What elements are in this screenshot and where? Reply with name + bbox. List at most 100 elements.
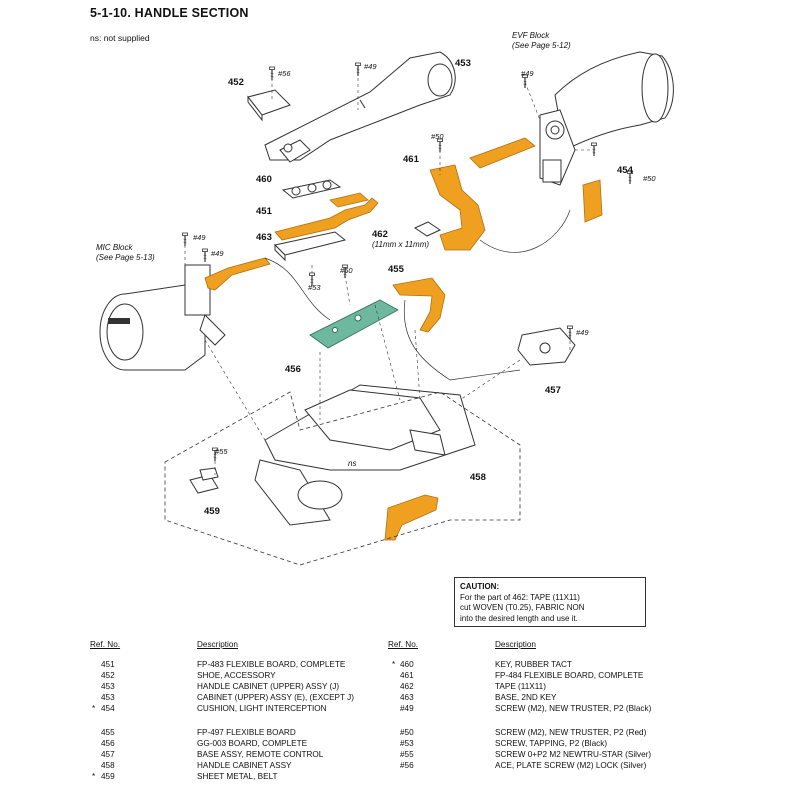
ref-50-454: #50 — [643, 174, 656, 183]
ref-50-456: #50 — [340, 266, 353, 275]
tape-size-label: (11mm x 11mm) — [372, 240, 429, 249]
ref-number: 455 — [101, 728, 115, 737]
parts-row: 463 BASE, 2ND KEY — [400, 693, 800, 704]
base-2nd-key — [273, 231, 347, 262]
part-description: FP-483 FLEXIBLE BOARD, COMPLETE — [197, 660, 346, 669]
supply-mark: * — [392, 660, 396, 669]
parts-list-right: Ref. No. Description * 460 KEY, RUBBER TAC… — [388, 640, 800, 790]
ref-no-header: Ref. No. — [388, 640, 419, 649]
remote-base — [517, 327, 576, 366]
callout-459: 459 — [204, 506, 220, 517]
caution-box: CAUTION: For the part of 462: TAPE (11X1… — [454, 577, 646, 627]
part-description: BASE, 2ND KEY — [495, 693, 557, 702]
callout-455: 455 — [388, 264, 405, 275]
part-description: HANDLE CABINET (UPPER) ASSY (J) — [197, 682, 340, 691]
parts-row: * 454 CUSHION, LIGHT INTERCEPTION — [0, 704, 400, 715]
part-description: SCREW, TAPPING, P2 (Black) — [495, 739, 608, 748]
supply-mark: * — [92, 772, 96, 781]
ref-number: #55 — [400, 750, 414, 759]
ref-number: #56 — [400, 761, 414, 770]
page-title: 5-1-10. HANDLE SECTION — [90, 6, 249, 20]
flex-board-455 — [392, 277, 446, 333]
ref-number: 453 — [101, 682, 115, 691]
callout-460: 460 — [256, 174, 272, 185]
ref-number: 457 — [101, 750, 115, 759]
ref-number: 463 — [400, 693, 414, 702]
tape-462 — [413, 221, 442, 237]
part-description: KEY, RUBBER TACT — [495, 660, 572, 669]
part-description: SCREW 0+P2 M2 NEWTRU-STAR (Silver) — [495, 750, 652, 759]
ref-53: #53 — [308, 283, 321, 292]
caution-line: cut WOVEN (T0.25), FABRIC NON — [460, 603, 585, 612]
caution-line: into the desired length and use it. — [460, 613, 578, 623]
accessory-shoe — [247, 89, 291, 122]
ref-no-header: Ref. No. — [90, 640, 121, 649]
screw-49-mic — [181, 232, 189, 247]
screw-49-top — [354, 62, 362, 77]
mic-flex — [204, 257, 271, 291]
caution-title: CAUTION: — [460, 582, 500, 591]
part-description: SHOE, ACCESSORY — [197, 671, 276, 680]
callout-462: 462 — [372, 229, 388, 240]
ref-49-mic: #49 — [193, 233, 206, 242]
part-description: SHEET METAL, BELT — [197, 772, 278, 781]
assembly-outline — [164, 391, 521, 566]
gg003-board — [309, 299, 399, 349]
ref-number: 454 — [101, 704, 115, 713]
ref-number: 452 — [101, 671, 115, 680]
ref-number: #53 — [400, 739, 414, 748]
part-description: TAPE (11X11) — [495, 682, 546, 691]
callout-453: 453 — [455, 58, 471, 69]
mic-block-page: (See Page 5-13) — [96, 253, 155, 262]
screw-56 — [268, 66, 276, 81]
evf-block-label: EVF Block — [512, 31, 550, 40]
parts-row: * 459 SHEET METAL, BELT — [0, 772, 400, 783]
ref-55: #55 — [215, 447, 228, 456]
supply-mark: * — [92, 704, 96, 713]
part-description: FP-484 FLEXIBLE BOARD, COMPLETE — [495, 671, 644, 680]
ref-number: 458 — [101, 761, 115, 770]
callout-457: 457 — [545, 385, 561, 396]
flex-board-451 — [274, 192, 379, 241]
callout-452: 452 — [228, 77, 244, 88]
description-header: Description — [197, 640, 238, 649]
screw-49-evf-side — [590, 142, 598, 157]
part-description: SCREW (M2), NEW TRUSTER, P2 (Red) — [495, 728, 647, 737]
part-description: HANDLE CABINET ASSY — [197, 761, 292, 770]
description-header: Description — [495, 640, 536, 649]
parts-row: 458 HANDLE CABINET ASSY — [0, 761, 400, 772]
callout-461: 461 — [403, 154, 420, 165]
mic-block — [99, 264, 226, 371]
evf-block-page: (See Page 5-12) — [512, 41, 571, 50]
callout-456: 456 — [285, 364, 301, 375]
part-description: CUSHION, LIGHT INTERCEPTION — [197, 704, 327, 713]
ref-49-457: #49 — [576, 328, 589, 337]
part-description: GG-003 BOARD, COMPLETE — [197, 739, 308, 748]
callout-454: 454 — [617, 165, 634, 176]
part-description: SCREW (M2), NEW TRUSTER, P2 (Black) — [495, 704, 652, 713]
callout-463: 463 — [256, 232, 272, 243]
parts-row: 453 HANDLE CABINET (UPPER) ASSY (J) — [0, 682, 400, 693]
evf-block — [539, 51, 674, 186]
ref-number: #49 — [400, 704, 414, 713]
parts-row: #55 SCREW 0+P2 M2 NEWTRU-STAR (Silver) — [400, 750, 800, 761]
ref-49-top: #49 — [364, 62, 377, 71]
mic-block-label: MIC Block — [96, 243, 133, 252]
ref-number: 459 — [101, 772, 115, 781]
part-description: CABINET (UPPER) ASSY (E), (EXCEPT J) — [197, 693, 354, 702]
key-rubber-tact — [281, 179, 342, 199]
ref-number: 460 — [400, 660, 414, 669]
flex-board-461 — [429, 137, 536, 251]
handle-cabinet-lower — [254, 384, 476, 526]
parts-row: * 460 KEY, RUBBER TACT — [392, 660, 800, 671]
callout-451: 451 — [256, 206, 273, 217]
